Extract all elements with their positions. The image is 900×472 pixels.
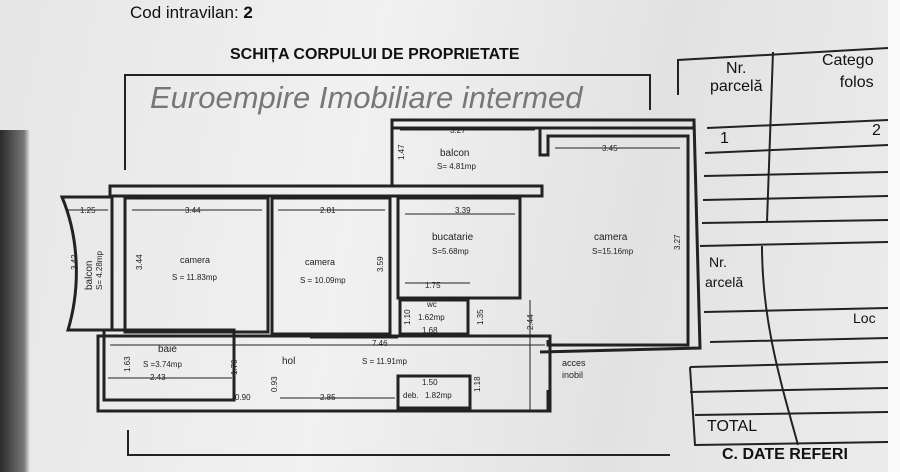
room-name-wc: wc xyxy=(426,300,437,309)
dim-label: 1.70 xyxy=(230,359,239,375)
room-name-hol: hol xyxy=(282,356,295,367)
dim-label: 7.46 xyxy=(372,339,388,348)
dim-label: 3.27 xyxy=(673,234,682,250)
room-area-camera1: S = 11.83mp xyxy=(172,273,218,282)
balcon-left-wall xyxy=(59,195,114,332)
paper-edge xyxy=(888,0,900,472)
dim-label: 2.85 xyxy=(320,393,336,402)
acces-label: acces xyxy=(562,358,586,368)
room-name-camera1: camera xyxy=(180,255,210,265)
room-area-hol: S = 11.91mp xyxy=(362,357,408,366)
dim-label: 3.44 xyxy=(135,254,144,270)
dim-label: 3.27 xyxy=(450,126,466,135)
cod-value: 2 xyxy=(243,3,253,22)
dim-label: 2.44 xyxy=(526,314,535,330)
watermark: Euroempire Imobiliare intermed xyxy=(150,80,584,115)
dim-label: 2.81 xyxy=(320,206,336,215)
deb-wall xyxy=(396,374,472,410)
header-text: Catego xyxy=(822,52,874,69)
acces-label: inobil xyxy=(562,370,583,380)
dim-label: 1.18 xyxy=(473,376,482,392)
dim-label: 3.45 xyxy=(602,144,618,153)
dim-label: 3.39 xyxy=(455,206,471,215)
table-cell: Loc xyxy=(853,310,876,326)
table-header-categorie: Catego folos xyxy=(822,50,874,94)
room-area-deb: 1.82mp xyxy=(425,391,452,400)
bucatarie-wall xyxy=(396,196,522,300)
frame-line xyxy=(127,430,670,456)
camera1-wall xyxy=(123,196,270,334)
wall-top-right xyxy=(390,118,696,130)
section2-header: Nr. arcelă xyxy=(705,252,743,292)
dim-label: 3.42 xyxy=(70,254,79,270)
camera2-wall xyxy=(270,196,392,336)
table-cell: 1 xyxy=(720,130,729,147)
dim-label: 0.93 xyxy=(270,376,279,392)
cod-label: Cod intravilan: xyxy=(130,3,239,22)
room-name-camera3: camera xyxy=(594,232,628,243)
dim-label: 1.10 xyxy=(403,309,412,325)
room-name-balcon-left: balcon xyxy=(84,261,95,290)
baie-wall xyxy=(102,328,236,402)
dim-label: 1.25 xyxy=(80,206,96,215)
total-label: TOTAL xyxy=(707,418,758,435)
table-cell: 2 xyxy=(872,122,881,139)
cod-intravilan: Cod intravilan: 2 xyxy=(130,3,253,23)
acces-arrow-icon: ‹ xyxy=(548,360,551,370)
room-name-deb: deb. xyxy=(403,391,419,400)
dim-label: 3.44 xyxy=(185,206,201,215)
frame-line xyxy=(124,74,651,170)
page-title: SCHIȚA CORPULUI DE PROPRIETATE xyxy=(230,46,520,63)
dim-label: 1.35 xyxy=(476,309,485,325)
dim-label: 1.63 xyxy=(123,356,132,372)
header-text: arcelă xyxy=(705,274,744,290)
room-name-bucatarie: bucatarie xyxy=(432,232,474,243)
room-area-balcon-top: S= 4.81mp xyxy=(437,162,476,171)
room-area-baie: S =3.74mp xyxy=(143,360,182,369)
table-header-nr-parcela: Nr.parcelă xyxy=(710,60,762,96)
header-text: Nr. xyxy=(709,254,727,270)
section-c-title: C. DATE REFERI xyxy=(722,446,848,463)
room-area-balcon-left: S= 4.28mp xyxy=(95,251,104,290)
room-name-baie: baie xyxy=(158,344,177,355)
header-text: folos xyxy=(839,74,874,91)
dim-label: 1.75 xyxy=(425,281,441,290)
dim-label: 1.47 xyxy=(397,144,406,160)
wall-top xyxy=(108,184,544,198)
dim-label: 1.68 xyxy=(422,326,438,335)
background-shadow xyxy=(0,130,30,472)
room-area-camera2: S = 10.09mp xyxy=(300,276,346,285)
dim-label: 2.43 xyxy=(150,373,166,382)
room-name-camera2: camera xyxy=(305,257,335,267)
dim-label: 3.59 xyxy=(376,256,385,272)
dim-label: 0.90 xyxy=(235,393,251,402)
dim-label: 1.50 xyxy=(422,378,438,387)
header-text: Nr. xyxy=(726,60,747,77)
room-area-bucatarie: S=5.68mp xyxy=(432,247,469,256)
wc-wall xyxy=(398,298,470,336)
header-text: parcelă xyxy=(710,78,763,95)
room-name-balcon-top: balcon xyxy=(440,148,469,159)
room-area-wc: 1.62mp xyxy=(418,313,445,322)
room-area-camera3: S=15.16mp xyxy=(592,247,634,256)
